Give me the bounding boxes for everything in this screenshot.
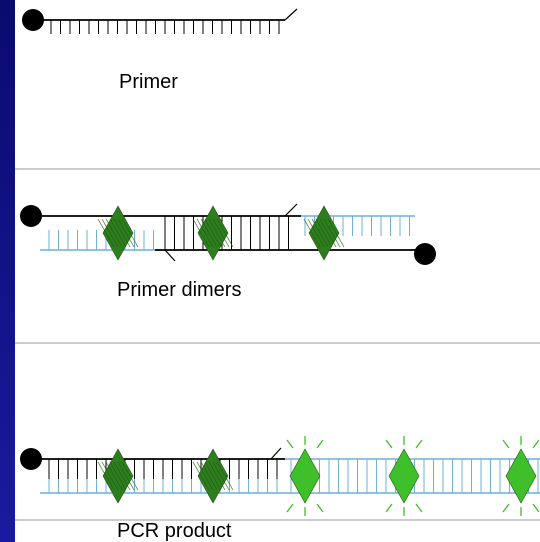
dimer-bottom-hook (164, 249, 176, 262)
dye-hatch (192, 461, 210, 491)
dye-hatch (327, 218, 345, 248)
dye-hatch (315, 218, 333, 248)
dye-hatch (97, 218, 115, 248)
dye-hatch (208, 218, 226, 248)
dye-hatch (212, 461, 230, 491)
fluorescence-ray-icon (502, 503, 510, 513)
fluorescing-dye-icon (289, 448, 321, 504)
dye-hatch (105, 461, 123, 491)
dye-hatch (196, 461, 214, 491)
dye-hatch (208, 461, 226, 491)
dye-hatch (113, 218, 131, 248)
fluorescence-ray-icon (532, 503, 540, 513)
dye-hatch (216, 461, 234, 491)
dye-hatch (105, 218, 123, 248)
dye-hatch (121, 218, 139, 248)
dye-hatch (216, 218, 234, 248)
dye-hatch (101, 218, 119, 248)
primer-strand (22, 8, 298, 34)
dye-hatch (204, 461, 222, 491)
pcr-product-label: PCR product (117, 520, 232, 542)
dye-hatch (113, 461, 131, 491)
dye-hatch (307, 218, 325, 248)
fluorescence-ray-icon (286, 439, 294, 449)
dimer-top-hook (284, 203, 298, 217)
dye-hatch (117, 218, 135, 248)
dye-hatch (319, 218, 337, 248)
pcr-diagram (15, 8, 540, 521)
dye-hatch (323, 218, 341, 248)
dye-hatch (101, 461, 119, 491)
dye-hatch (117, 461, 135, 491)
primer-end-hook (284, 8, 298, 21)
dye-hatch (303, 218, 321, 248)
dimer-fluorophore-icon (414, 243, 436, 265)
dye-hatch (311, 218, 329, 248)
fluorescence-ray-icon (385, 439, 393, 449)
primer-fluorophore-icon (22, 9, 44, 31)
dye-hatch (204, 218, 222, 248)
dye-hatch (196, 218, 214, 248)
dye-hatch (97, 461, 115, 491)
pcr-product-duplex (20, 436, 540, 516)
pcr-fluorophore-icon (20, 448, 42, 470)
primer-dimers-label: Primer dimers (117, 279, 242, 301)
fluorescence-ray-icon (316, 503, 324, 513)
fluorescence-ray-icon (415, 503, 423, 513)
dye-hatch (200, 461, 218, 491)
dye-hatch (121, 461, 139, 491)
dye-hatch (109, 461, 127, 491)
fluorescence-ray-icon (532, 439, 540, 449)
dye-hatch (192, 218, 210, 248)
primer-dimer-duplex (20, 203, 436, 265)
dye-hatch (212, 218, 230, 248)
fluorescence-ray-icon (385, 503, 393, 513)
dye-hatch (109, 218, 127, 248)
fluorescing-dye-icon (505, 448, 537, 504)
primer-label: Primer (119, 71, 178, 93)
pcr-top-hook (270, 447, 282, 460)
slide-canvas: Primer Primer dimers PCR product (15, 0, 540, 542)
dimer-fluorophore-icon (20, 205, 42, 227)
fluorescence-ray-icon (502, 439, 510, 449)
dye-hatch (200, 218, 218, 248)
fluorescence-ray-icon (286, 503, 294, 513)
fluorescence-ray-icon (316, 439, 324, 449)
fluorescence-ray-icon (415, 439, 423, 449)
fluorescing-dye-icon (388, 448, 420, 504)
